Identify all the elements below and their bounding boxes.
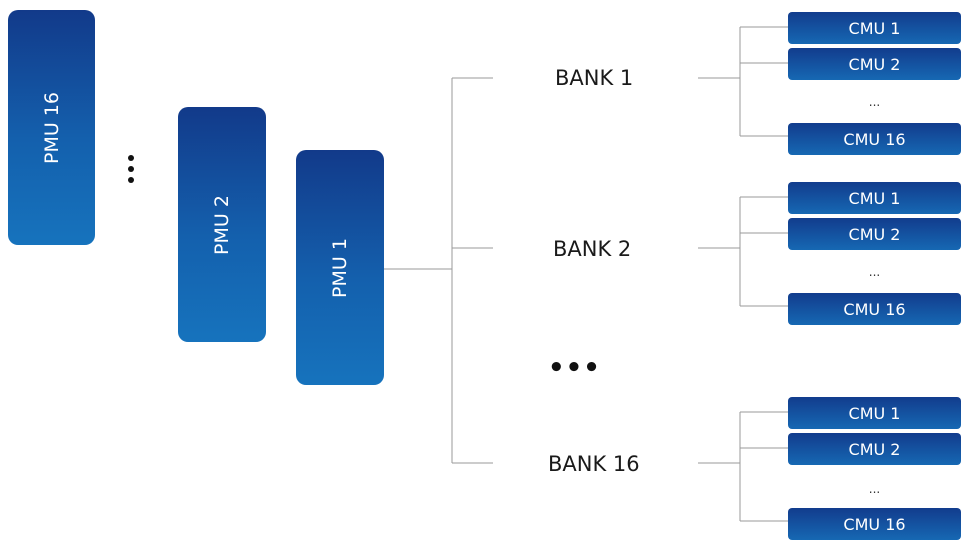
- bank1-cmu-16: CMU 16: [788, 123, 961, 155]
- pmu-ellipsis: [128, 155, 136, 188]
- bank2-cmu-16: CMU 16: [788, 293, 961, 325]
- bank2-cmu-ellipsis: ...: [868, 265, 881, 279]
- pmu-1-box: PMU 1: [296, 150, 384, 385]
- pmu-1-label: PMU 1: [329, 237, 351, 298]
- bank16-cmu-1: CMU 1: [788, 397, 961, 429]
- bank1-cmu-ellipsis: ...: [868, 95, 881, 109]
- bank-2-label: BANK 2: [553, 237, 632, 261]
- pmu-2-box: PMU 2: [178, 107, 266, 342]
- bank1-cmu-2: CMU 2: [788, 48, 961, 80]
- bank16-cmu-ellipsis: ...: [868, 482, 881, 496]
- pmu-16-label: PMU 16: [40, 91, 63, 164]
- bank-1-label: BANK 1: [555, 66, 634, 90]
- bank2-cmu-1: CMU 1: [788, 182, 961, 214]
- bank-16-label: BANK 16: [548, 452, 640, 476]
- pmu-2-label: PMU 2: [211, 194, 233, 255]
- bank-ellipsis: •••: [548, 353, 601, 383]
- bank16-cmu-2: CMU 2: [788, 433, 961, 465]
- pmu-16-box: PMU 16: [8, 10, 95, 245]
- bank1-cmu-1: CMU 1: [788, 12, 961, 44]
- bank2-cmu-2: CMU 2: [788, 218, 961, 250]
- bank16-cmu-16: CMU 16: [788, 508, 961, 540]
